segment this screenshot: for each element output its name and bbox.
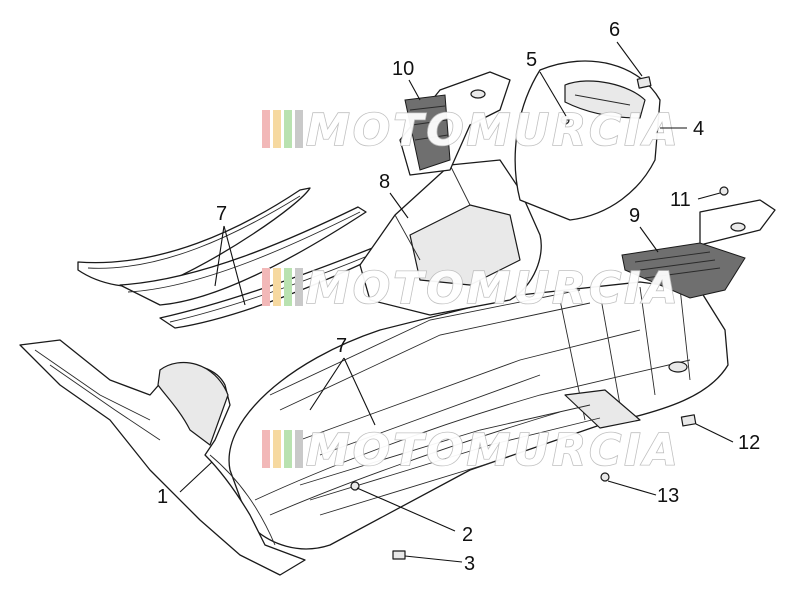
callouts: 1 2 3 4 5 6 7 7 8 9 10 11 12 13	[157, 19, 760, 575]
callout-3: 3	[464, 553, 475, 575]
callout-7-lower: 7	[336, 335, 347, 357]
callout-6: 6	[609, 19, 620, 41]
floor-panel	[228, 281, 729, 550]
callout-10: 10	[392, 58, 414, 80]
leader-lines	[179, 41, 734, 563]
callout-9: 9	[629, 205, 640, 227]
watermark-text: MOTOMURCIA	[306, 105, 681, 156]
tunnel-cover	[359, 159, 542, 316]
callout-1: 1	[157, 486, 168, 508]
callout-7-upper: 7	[216, 203, 227, 225]
rear-footrest	[621, 199, 776, 299]
hardware	[350, 76, 729, 560]
watermark-logo: MOTOMURCIA MOTOMURCIA MOTOMURCIA	[262, 104, 681, 477]
callout-11: 11	[670, 189, 691, 211]
leg-shield	[19, 339, 306, 576]
callout-12: 12	[738, 432, 760, 454]
callout-4: 4	[693, 118, 704, 140]
callout-5: 5	[526, 49, 537, 71]
watermark-text: MOTOMURCIA	[306, 425, 681, 476]
callout-13: 13	[657, 485, 679, 507]
watermark-text: MOTOMURCIA	[306, 263, 681, 314]
upper-bracket	[399, 71, 511, 176]
glovebox-door	[514, 60, 661, 221]
callout-8: 8	[379, 171, 390, 193]
callout-2: 2	[462, 524, 473, 546]
